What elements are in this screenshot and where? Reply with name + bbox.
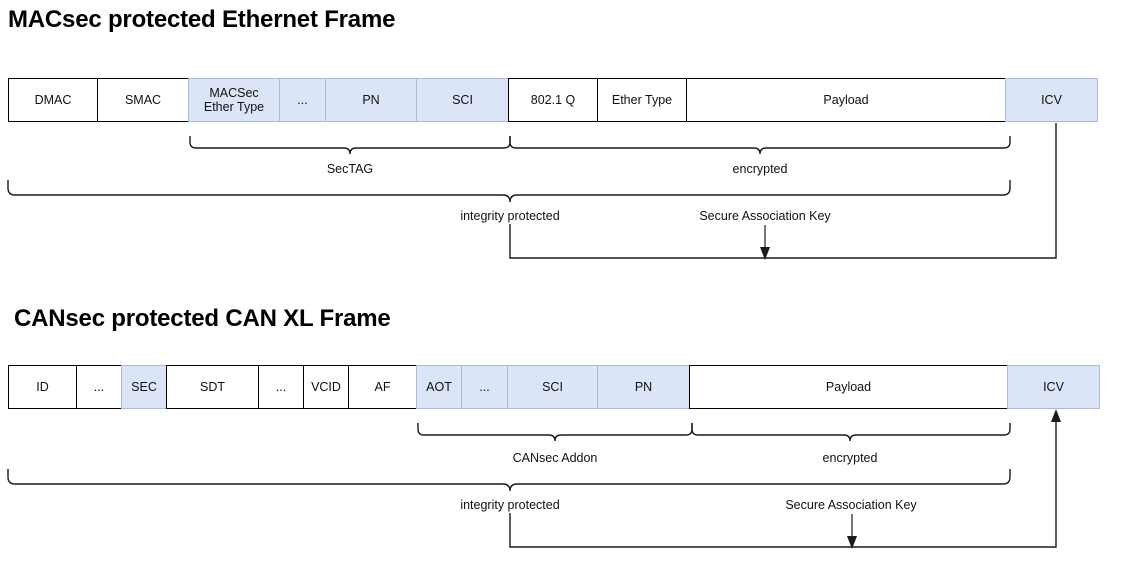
bracket-cansec-addon: [417, 423, 693, 442]
field-icv: ICV: [1007, 365, 1100, 409]
field-aot: AOT: [416, 365, 462, 409]
annotation-secure-association-key-macsec: Secure Association Key: [699, 209, 831, 223]
field-icv: ICV: [1005, 78, 1098, 122]
bracket-label-encrypted-cansec: encrypted: [822, 451, 878, 465]
annotation-secure-association-key-cansec: Secure Association Key: [785, 498, 917, 512]
field-macsec-ethertype: MACSec Ether Type: [188, 78, 280, 122]
bracket-label-integrity-protected-cansec: integrity protected: [460, 498, 560, 512]
field-smac: SMAC: [97, 78, 189, 122]
field-ellipsis-3: ...: [461, 365, 508, 409]
bracket-label-cansec-addon: CANsec Addon: [512, 451, 598, 465]
field-pn: PN: [597, 365, 690, 409]
bracket-integrity-protected-macsec: [7, 180, 1011, 203]
field-pn: PN: [325, 78, 417, 122]
field-dmac: DMAC: [8, 78, 98, 122]
bracket-encrypted-macsec: [509, 136, 1011, 155]
page-title-macsec: MACsec protected Ethernet Frame: [8, 6, 396, 33]
field-vcid: VCID: [303, 365, 349, 409]
field-ellipsis-1: ...: [279, 78, 326, 122]
frame-macsec: DMAC SMAC MACSec Ether Type ... PN SCI 8…: [8, 78, 1098, 122]
sak-arrow-head-macsec: [760, 247, 770, 260]
field-sci: SCI: [416, 78, 509, 122]
field-payload: Payload: [689, 365, 1008, 409]
bracket-label-integrity-protected-macsec: integrity protected: [460, 209, 560, 223]
field-payload: Payload: [686, 78, 1006, 122]
icv-connector-macsec: [509, 123, 1057, 259]
bracket-encrypted-cansec: [691, 423, 1011, 442]
icv-arrow-head-cansec: [1051, 409, 1061, 422]
field-ellipsis-2: ...: [258, 365, 304, 409]
field-ellipsis-1: ...: [76, 365, 122, 409]
bracket-label-sectag: SecTAG: [326, 162, 374, 176]
field-sci: SCI: [507, 365, 598, 409]
icv-connector-cansec: [509, 417, 1057, 548]
frame-cansec: ID ... SEC SDT ... VCID AF AOT ... SCI P…: [8, 365, 1100, 409]
page-title-cansec: CANsec protected CAN XL Frame: [14, 305, 391, 332]
field-af: AF: [348, 365, 417, 409]
sak-arrow-head-cansec: [847, 536, 857, 549]
bracket-integrity-protected-cansec: [7, 469, 1011, 492]
bracket-sectag: [189, 136, 511, 155]
field-ethertype: Ether Type: [597, 78, 687, 122]
bracket-label-encrypted-macsec: encrypted: [732, 162, 788, 176]
field-sdt: SDT: [166, 365, 259, 409]
field-id: ID: [8, 365, 77, 409]
field-sec: SEC: [121, 365, 167, 409]
field-8021q: 802.1 Q: [508, 78, 598, 122]
